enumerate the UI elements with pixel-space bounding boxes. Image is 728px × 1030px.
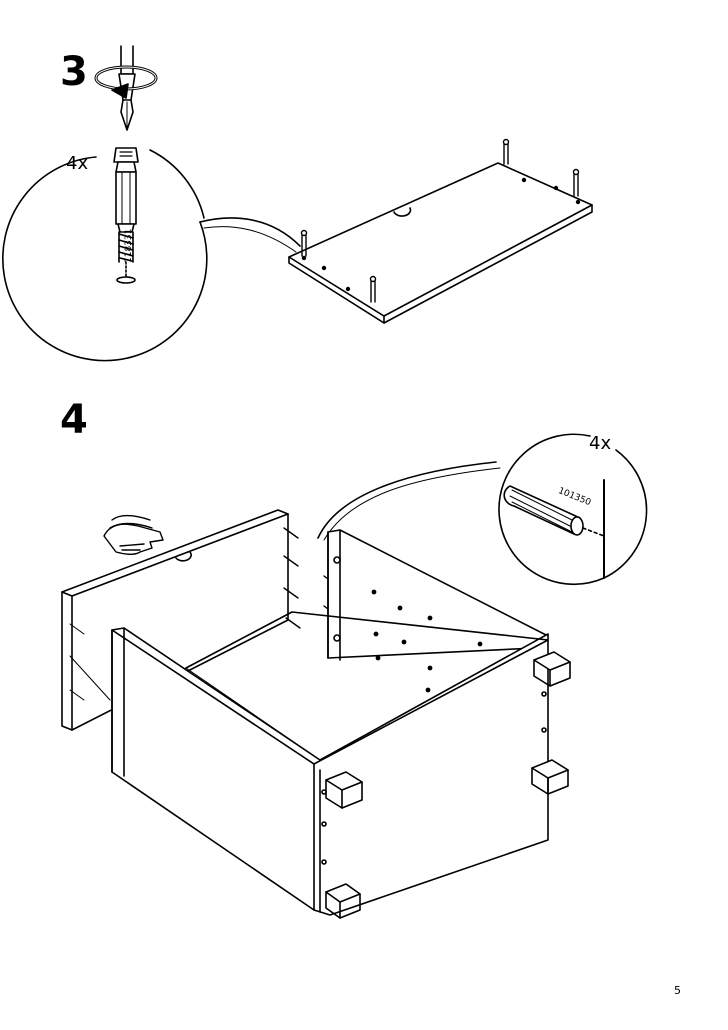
detail-magnifier — [2, 149, 301, 362]
step-number: 3 — [60, 49, 88, 95]
foot-block-front-left — [325, 771, 363, 809]
top-panel — [288, 162, 593, 324]
page-number: 5 — [674, 984, 681, 997]
drawer-box — [111, 611, 549, 916]
foot-block-back-right — [533, 651, 571, 687]
step-number: 4 — [60, 397, 88, 443]
quantity-label: 4x — [589, 433, 612, 454]
quantity-label: 4x — [66, 153, 89, 174]
foot-block-right-bottom — [531, 759, 569, 795]
cam-dowel-part — [113, 147, 139, 284]
wooden-dowel-part — [503, 485, 605, 537]
rotate-clockwise-icon — [94, 65, 158, 99]
detail-magnifier-2 — [317, 433, 648, 586]
foot-block-front-bottom — [325, 883, 361, 919]
part-code: 118331 — [124, 228, 134, 263]
hand-push-icon — [103, 514, 164, 555]
dowel-markers — [300, 138, 580, 303]
